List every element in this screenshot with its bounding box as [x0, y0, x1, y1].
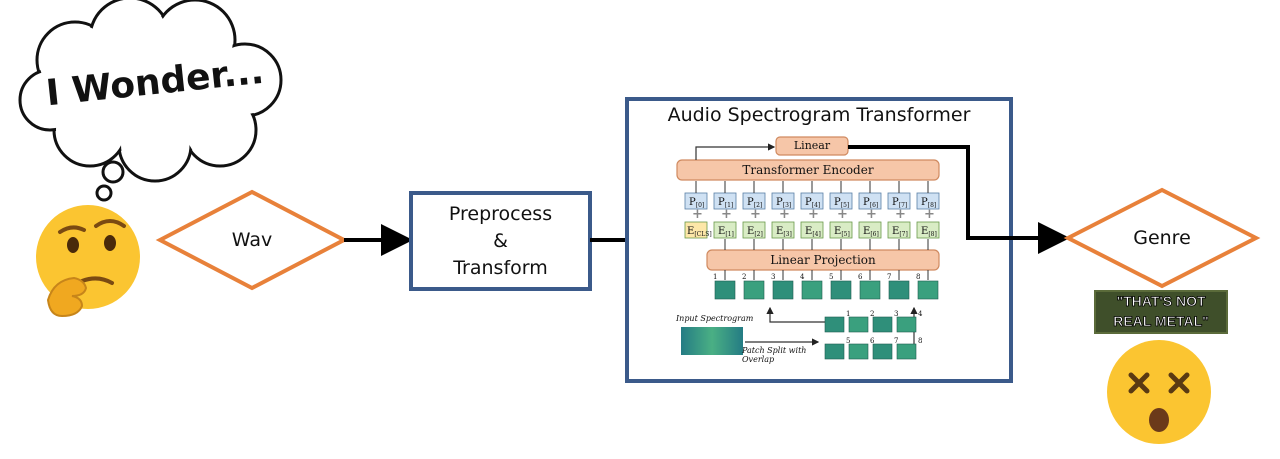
patch-tile: [830, 280, 852, 300]
preprocess-box: [409, 191, 592, 291]
patch-number: 1: [713, 273, 717, 281]
split-patch-number: 7: [894, 337, 898, 345]
thought-bubble-tiny: [95, 184, 113, 202]
patch-tile: [859, 280, 881, 300]
patch-number: 4: [800, 273, 805, 281]
patch-embedding-label: E[4]: [805, 226, 821, 238]
patch-tile: [772, 280, 794, 300]
cls-token-label: E[CLS]: [687, 226, 712, 238]
position-embedding-label: P[0]: [689, 197, 704, 209]
preprocess-label-line-3: Transform: [453, 257, 548, 279]
plus-icon: +: [895, 207, 906, 222]
split-patch-tile: [848, 316, 869, 333]
input-label: Wav: [231, 229, 273, 251]
patch-number: 7: [887, 273, 891, 281]
dizzy-face-icon: [1107, 340, 1211, 444]
position-embedding-label: P[2]: [747, 197, 762, 209]
patch-embedding-label: E[8]: [921, 226, 937, 238]
plus-icon: +: [866, 207, 877, 222]
output-diamond: [1063, 187, 1261, 289]
position-embedding: P[7]: [887, 192, 911, 210]
split-patch-tile: [872, 316, 893, 333]
linear-projection-block: [706, 249, 940, 271]
patch-embedding-label: E[2]: [747, 226, 763, 238]
split-patch-number: 1: [846, 310, 850, 318]
position-embedding-label: P[4]: [805, 197, 820, 209]
transformer-encoder-block: [676, 159, 940, 181]
ast-architecture-diagram: [676, 136, 940, 355]
position-embedding-label: P[8]: [921, 197, 936, 209]
plus-icon: +: [750, 207, 761, 222]
plus-icon: +: [779, 207, 790, 222]
patch-split-label: Patch Split with Overlap: [742, 346, 807, 364]
split-patch-number: 3: [894, 310, 898, 318]
patch-embedding-label: E[5]: [834, 226, 850, 238]
patch-number: 2: [742, 273, 746, 281]
patch-embedding: E[3]: [771, 221, 795, 239]
plus-icon: +: [721, 207, 732, 222]
patch-number: 6: [858, 273, 863, 281]
position-embedding-label: P[6]: [863, 197, 878, 209]
thinking-face-icon: [36, 205, 140, 318]
position-embedding-label: P[3]: [776, 197, 791, 209]
split-patch-tile: [824, 343, 845, 360]
split-patch-tile: [848, 343, 869, 360]
patch-tile: [714, 280, 736, 300]
projection-label: Linear Projection: [770, 253, 876, 267]
split-patch-tile: [824, 316, 845, 333]
position-embedding-label: P[5]: [834, 197, 849, 209]
patch-number: 8: [916, 273, 920, 281]
patch-embedding-label: E[7]: [892, 226, 908, 238]
patch-tile: [801, 280, 823, 300]
split-patch-tile: [872, 343, 893, 360]
patch-embedding: E[8]: [916, 221, 940, 239]
patch-number: 5: [829, 273, 833, 281]
split-patch-tile: [896, 343, 917, 360]
plus-icon: +: [924, 207, 935, 222]
position-embedding-label: P[1]: [718, 197, 733, 209]
patch-embedding: E[6]: [858, 221, 882, 239]
position-embedding: P[8]: [916, 192, 940, 210]
patch-embedding-label: E[3]: [776, 226, 792, 238]
patch-embedding: E[1]: [713, 221, 737, 239]
patch-embedding-label: E[6]: [863, 226, 879, 238]
linear-label: Linear: [793, 139, 831, 152]
patch-embedding-label: E[1]: [718, 226, 734, 238]
patch-embedding: E[7]: [887, 221, 911, 239]
position-embedding: P[4]: [800, 192, 824, 210]
arrow-model-to-output: [848, 145, 1070, 254]
position-embedding: P[2]: [742, 192, 766, 210]
patch-tile: [743, 280, 765, 300]
thought-cloud: [18, 0, 283, 202]
split-patch-number: 6: [870, 337, 875, 345]
meme-caption-line-1: "THAT'S NOT: [1116, 293, 1206, 310]
encoder-label: Transformer Encoder: [742, 163, 874, 177]
split-patch-number: 2: [870, 310, 874, 318]
patch-return-line: [766, 306, 825, 323]
plus-icon: +: [692, 207, 703, 222]
patch-embedding: E[5]: [829, 221, 853, 239]
patch-embedding: E[4]: [800, 221, 824, 239]
thought-bubble-small: [101, 160, 125, 184]
cls-to-linear-line: [695, 143, 776, 160]
split-patch-number: 4: [918, 310, 923, 318]
model-title: Audio Spectrogram Transformer: [667, 104, 971, 126]
output-label: Genre: [1133, 227, 1191, 249]
position-embedding-label: P[7]: [892, 197, 907, 209]
input-spectrogram-label: Input Spectrogram: [676, 314, 754, 323]
cls-token: E[CLS]: [684, 221, 712, 239]
patch-tile: [917, 280, 939, 300]
preprocess-label-line-1: Preprocess: [448, 203, 553, 225]
split-patch-tile: [896, 316, 917, 333]
split-patch-number: 8: [918, 337, 922, 345]
patch-embedding: E[2]: [742, 221, 766, 239]
plus-icon: +: [837, 207, 848, 222]
split-patch-number: 5: [846, 337, 850, 345]
position-embedding: P[1]: [713, 192, 737, 210]
patch-tile: [888, 280, 910, 300]
preprocess-label-line-2: &: [493, 230, 508, 252]
patch-number: 3: [771, 273, 775, 281]
plus-icon: +: [808, 207, 819, 222]
meme-caption-line-2: REAL METAL": [1113, 313, 1209, 330]
